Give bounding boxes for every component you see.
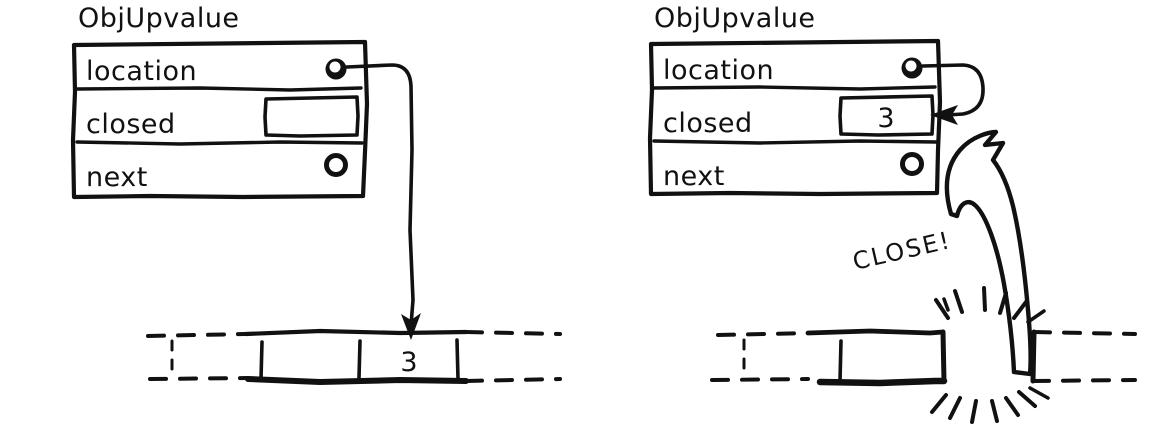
close-arrow-after: [944, 129, 1033, 377]
stack-top-edge-after: [805, 328, 946, 336]
stack-pop-edge-left-after: [940, 329, 947, 384]
stack-top-dash-right-after: [1032, 330, 1137, 336]
location-arrow-before: [345, 63, 415, 327]
stack-cell-sep-1-after: [838, 339, 843, 383]
closed-slot-before: [263, 95, 360, 138]
struct-box-before: [70, 39, 370, 200]
stack-top-dash-right-before: [464, 330, 562, 336]
panel-before: ObjUpvalue location closed next: [70, 3, 562, 385]
stack-top-edge-before: [243, 328, 469, 337]
stack-bottom-dash-right-before: [464, 377, 562, 383]
stack-bottom-dash-right-after: [1031, 378, 1137, 383]
stack-bottom-dash-left-before: [148, 376, 250, 381]
field-label-closed-after: closed: [663, 108, 753, 139]
stack-cell-sep-1-before: [259, 340, 264, 381]
stack-cell-value-1-before: 3: [400, 347, 417, 378]
struct-divider-2-after: [652, 139, 938, 145]
location-pointer-dot-after: [901, 57, 923, 79]
stack-after: [710, 328, 1137, 387]
next-pointer-dot-before: [324, 153, 348, 177]
field-label-next-before: next: [86, 162, 148, 193]
stack-top-dash-left-before: [146, 332, 248, 338]
pop-starburst-after: [930, 286, 1050, 424]
field-label-location-after: location: [663, 55, 774, 86]
location-loop-arrowhead-after: [930, 105, 958, 125]
closed-slot-after: [838, 94, 935, 137]
struct-box-after: [647, 38, 943, 197]
panel-after: ObjUpvalue location closed 3 next: [647, 3, 1137, 424]
struct-divider-1-after: [652, 85, 937, 91]
struct-divider-1-before: [75, 86, 363, 92]
stack-bottom-dash-left-after: [710, 377, 810, 382]
stack-bottom-edge-before: [245, 376, 469, 385]
stack-top-dash-left-after: [716, 331, 812, 337]
location-pointer-dot-before: [325, 58, 347, 80]
field-label-location-before: location: [86, 56, 197, 87]
closed-slot-value-after: 3: [877, 103, 894, 134]
stack-pop-edge-right-after: [1030, 329, 1037, 384]
stack-bottom-edge-after: [816, 377, 948, 387]
location-arrowhead-before: [401, 313, 421, 340]
struct-divider-2-before: [75, 140, 364, 146]
location-loop-arrow-after: [921, 63, 985, 117]
stack-before: 3: [146, 328, 562, 385]
field-label-next-after: next: [663, 161, 725, 192]
close-label-after: CLOSE!: [850, 226, 954, 276]
field-label-closed-before: closed: [86, 109, 176, 140]
struct-title-after: ObjUpvalue: [654, 3, 816, 34]
stack-cell-sep-3-before: [455, 338, 460, 381]
stack-cell-sep-2-before: [357, 339, 362, 380]
struct-title-before: ObjUpvalue: [78, 3, 240, 34]
next-pointer-dot-after: [900, 152, 924, 176]
